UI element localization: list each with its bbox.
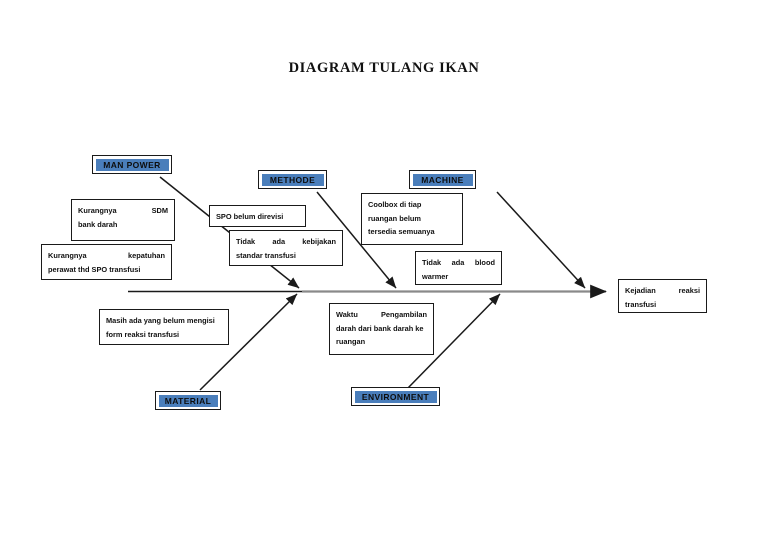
- cause-text: ada: [272, 237, 286, 246]
- effect-text: reaksi: [678, 286, 700, 295]
- cause-text: Tidak: [236, 237, 256, 246]
- category-label-material[interactable]: MATERIAL: [155, 391, 221, 410]
- cause-text: SPO belum direvisi: [216, 212, 284, 221]
- cause-box-machine-2: Tidak ada blood warmer: [415, 251, 502, 285]
- cause-line: Kurangnya SDM: [78, 204, 168, 218]
- cause-text: blood: [474, 258, 495, 267]
- cause-text: ruangan: [336, 337, 366, 346]
- cause-text: tersedia semuanya: [368, 227, 435, 236]
- category-label-environment-text: ENVIRONMENT: [354, 390, 437, 403]
- cause-line: Waktu Pengambilan: [336, 308, 427, 322]
- bone-methode: [316, 191, 397, 289]
- cause-text: perawat thd SPO transfusi: [48, 264, 141, 274]
- cause-text: Kurangnya: [78, 206, 117, 215]
- cause-box-machine-1: Coolbox di tiap ruangan belum tersedia s…: [361, 193, 463, 245]
- effect-line: Kejadian reaksi: [625, 284, 700, 298]
- cause-box-methode-2: Tidak ada kebijakan standar transfusi: [229, 230, 343, 266]
- cause-box-environment-1: Waktu Pengambilan darah dari bank darah …: [329, 303, 434, 355]
- category-label-machine[interactable]: MACHINE: [409, 170, 476, 189]
- cause-text: SDM: [151, 206, 168, 215]
- category-label-material-text: MATERIAL: [158, 394, 218, 407]
- cause-text: bank darah: [78, 219, 118, 229]
- cause-text: Coolbox di tiap: [368, 200, 422, 209]
- page-title: DIAGRAM TULANG IKAN: [288, 60, 480, 76]
- category-label-man-power-text: MAN POWER: [95, 158, 169, 171]
- cause-text: Masih ada yang belum mengisi: [106, 316, 215, 325]
- cause-text: Tidak: [422, 258, 442, 267]
- cause-text: ada: [451, 258, 465, 267]
- cause-box-man-power-1: Kurangnya SDM bank darah: [71, 199, 175, 241]
- cause-text: Waktu: [336, 310, 358, 319]
- cause-text: darah dari bank darah ke: [336, 323, 424, 333]
- effect-text: transfusi: [625, 299, 657, 309]
- cause-box-material-1: Masih ada yang belum mengisi form reaksi…: [99, 309, 229, 345]
- effect-box: Kejadian reaksi transfusi: [618, 279, 707, 313]
- cause-line: Tidak ada blood: [422, 256, 495, 270]
- cause-text: kepatuhan: [128, 251, 165, 260]
- cause-text: Kurangnya: [48, 251, 87, 260]
- category-label-methode-text: METHODE: [261, 173, 324, 186]
- cause-line: Tidak ada kebijakan: [236, 235, 336, 249]
- cause-text: standar transfusi: [236, 250, 296, 260]
- cause-text: form reaksi transfusi: [106, 329, 180, 339]
- cause-text: kebijakan: [302, 237, 336, 246]
- category-label-machine-text: MACHINE: [412, 173, 473, 186]
- bone-material: [199, 293, 298, 391]
- effect-text: Kejadian: [625, 286, 656, 295]
- cause-text: Pengambilan: [381, 310, 427, 319]
- category-label-man-power[interactable]: MAN POWER: [92, 155, 172, 174]
- cause-box-methode-1: SPO belum direvisi: [209, 205, 306, 227]
- category-label-environment[interactable]: ENVIRONMENT: [351, 387, 440, 406]
- category-label-methode[interactable]: METHODE: [258, 170, 327, 189]
- cause-line: Kurangnya kepatuhan: [48, 249, 165, 263]
- cause-text: warmer: [422, 271, 449, 281]
- bone-environment: [406, 293, 501, 390]
- cause-box-man-power-2: Kurangnya kepatuhan perawat thd SPO tran…: [41, 244, 172, 280]
- bone-machine: [496, 191, 586, 289]
- cause-text: ruangan belum: [368, 213, 421, 223]
